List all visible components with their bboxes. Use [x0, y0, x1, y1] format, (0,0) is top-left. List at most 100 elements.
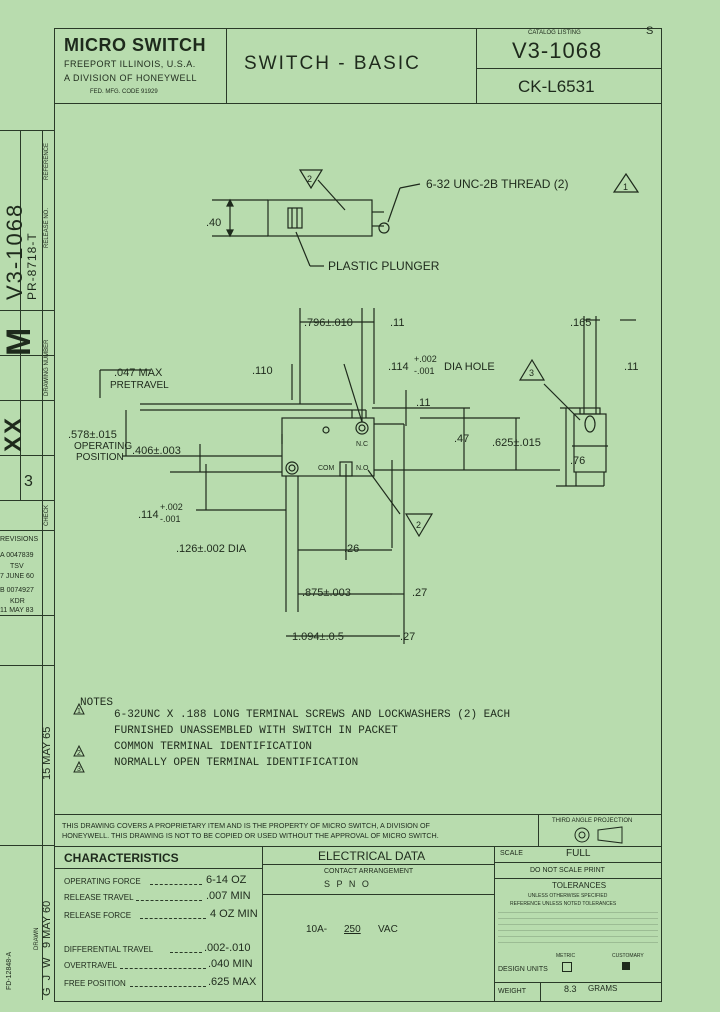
front-view-rivet [322, 426, 330, 434]
thread-note: 6-32 UNC-2B THREAD (2) [426, 177, 568, 191]
no-scale-label: DO NOT SCALE PRINT [530, 867, 605, 874]
dim-114-hole-tol-dn: -.001 [414, 366, 435, 376]
strip-revisions-label: REVISIONS [0, 536, 39, 543]
char-label: FREE POSITION [64, 979, 126, 988]
char-value: .007 MIN [206, 890, 251, 902]
tolerance-note-1: UNLESS OTHERWISE SPECIFIED [528, 893, 608, 899]
dim-796: .796±.010 [304, 317, 353, 329]
top-view-terminal-hole [378, 222, 390, 234]
front-view-nc-terminal [355, 421, 369, 435]
rating-volts: 250 [344, 924, 361, 935]
drawing-area: 2 1 .40 6-32 UNC-2B THREAD (2) PLASTIC P… [68, 169, 640, 773]
strip-drawn-label: DRAWN [34, 927, 40, 950]
flag-3-side [518, 358, 546, 381]
revision-entry: A 0047839 [0, 552, 34, 559]
electrical-heading: ELECTRICAL DATA [318, 849, 426, 863]
rating-unit: VAC [378, 924, 398, 935]
weight-label: WEIGHT [498, 988, 526, 995]
metric-label: METRIC [556, 953, 576, 959]
pretravel-label: PRETRAVEL [110, 380, 169, 391]
dia-hole-label: DIA HOLE [444, 361, 495, 373]
flag-1-top [612, 172, 640, 193]
third-angle-label: THIRD ANGLE PROJECTION [552, 818, 633, 824]
revision-entry: 11 MAY 83 [0, 607, 34, 614]
dim-11-top: .11 [390, 317, 404, 329]
dim-406: .406±.003 [132, 445, 181, 457]
dim-47: .47 [454, 433, 469, 445]
char-value: .002-.010 [204, 942, 251, 954]
strip-initials: G J W [41, 955, 53, 996]
char-label: DIFFERENTIAL TRAVEL [64, 945, 154, 954]
strip-issue: 3 [24, 473, 33, 490]
note-flag-3 [73, 760, 85, 773]
dim-11-side: .11 [624, 361, 638, 373]
dim-126: .126±.002 DIA [176, 543, 247, 555]
position-label: POSITION [76, 452, 124, 463]
company-division: A DIVISION OF HONEYWELL [64, 73, 198, 83]
scale-label: SCALE [500, 850, 523, 857]
flag-1-top-num: 1 [623, 182, 628, 192]
note-1: 6-32UNC X .188 LONG TERMINAL SCREWS AND … [114, 709, 511, 721]
catalog-number: V3-1068 [512, 38, 603, 63]
contact-arrangement: S P N O [324, 879, 371, 889]
scale-value: FULL [566, 848, 591, 859]
note-1b: FURNISHED UNASSEMBLED WITH SWITCH IN PAC… [114, 725, 398, 737]
note-flag-2-num: 2 [77, 750, 81, 757]
revision-entry: KDR [10, 598, 25, 605]
dim-1094: 1.094±.0.5 [292, 631, 344, 643]
plastic-plunger-label: PLASTIC PLUNGER [328, 259, 440, 273]
dim-11-mid: .11 [416, 397, 430, 409]
note-flag-3-num: 3 [77, 766, 81, 773]
dim-114-b-dn: -.001 [160, 514, 181, 524]
dim-27-b: .27 [400, 631, 415, 643]
dim-76: .76 [570, 455, 585, 467]
note-flag-1 [73, 702, 85, 715]
strip-sign-2: 9 MAY 60 [41, 900, 53, 948]
third-angle-symbol [574, 826, 623, 844]
dim-114-b: .114 [138, 509, 159, 521]
dim-578: .578±.015 [68, 429, 117, 441]
char-label: RELEASE TRAVEL [64, 893, 134, 902]
dim-114-b-up: +.002 [160, 502, 183, 512]
contact-arrangement-label: CONTACT ARRANGEMENT [324, 868, 414, 875]
design-units-label: DESIGN UNITS [498, 966, 548, 973]
dim-40: .40 [206, 217, 221, 229]
customary-label: CUSTOMARY [612, 953, 644, 959]
dim-114-hole-tol-up: +.002 [414, 354, 437, 364]
design-units-customary-checkbox[interactable] [622, 962, 630, 970]
revision-entry: 7 JUNE 60 [0, 573, 34, 580]
design-units-metric-checkbox[interactable] [562, 962, 572, 972]
title-block [54, 28, 662, 104]
company-address: FREEPORT ILLINOIS, U.S.A. [64, 59, 196, 69]
char-value: .040 MIN [208, 958, 253, 970]
dim-110: .110 [252, 365, 273, 377]
ck-number: CK-L6531 [518, 77, 595, 96]
fed-code: FED. MFG. CODE 91929 [90, 89, 158, 95]
corner-mark: S [646, 25, 654, 37]
rating-amps: 10A- [306, 924, 328, 935]
nc-label: N.C [356, 441, 368, 448]
dim-047: .047 MAX [114, 367, 163, 379]
com-label: COM [318, 465, 335, 472]
tolerances-heading: TOLERANCES [552, 881, 607, 890]
top-view-body [267, 199, 373, 237]
front-view-com-terminal [285, 461, 299, 475]
char-label: RELEASE FORCE [64, 911, 132, 920]
dim-625: .625±.015 [492, 437, 541, 449]
char-value: 6-14 OZ [206, 874, 247, 886]
revision-entry: B 0074927 [0, 587, 34, 594]
no-label: N.O [356, 465, 369, 472]
dim-165: .165 [570, 317, 591, 329]
flag-2-front-num: 2 [416, 520, 421, 530]
operating-label: OPERATING [74, 441, 132, 452]
note-flag-1-num: 1 [77, 708, 81, 715]
company-name: MICRO SWITCH [64, 35, 206, 55]
note-3: NORMALLY OPEN TERMINAL IDENTIFICATION [114, 757, 359, 769]
flag-2-top [298, 169, 324, 190]
notes-heading: NOTES [80, 697, 114, 709]
strip-form-no: FD-12848-A [6, 951, 13, 990]
char-value: 4 OZ MIN [210, 908, 258, 920]
proprietary-line-2: HONEYWELL. THIS DRAWING IS NOT TO BE COP… [62, 831, 439, 840]
flag-2-front [404, 513, 434, 538]
dim-26: .26 [344, 543, 359, 555]
